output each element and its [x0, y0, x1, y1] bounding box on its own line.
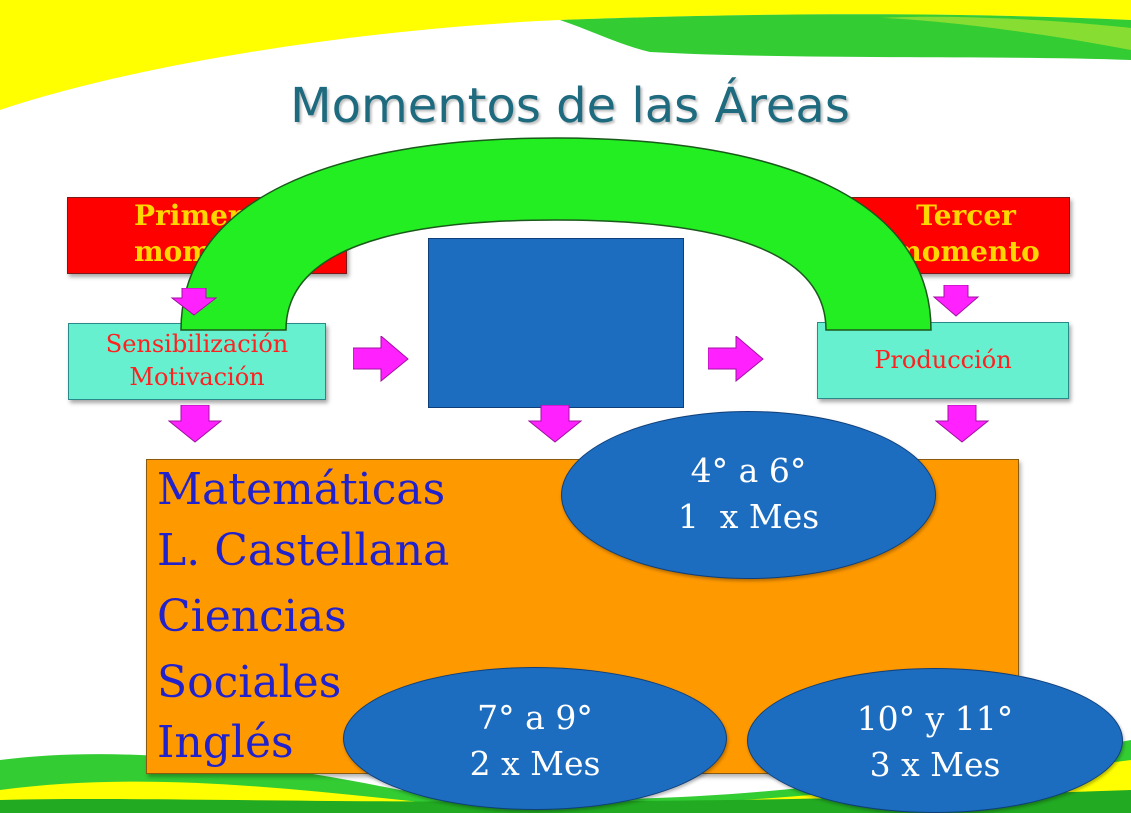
right-arrow-icon [708, 336, 764, 382]
sensitization-stage-box: Sensibilización Motivación [68, 323, 326, 400]
stage-motivation-label: Motivación [129, 363, 265, 391]
frequency-ellipse-7-9: 7° a 9° 2 x Mes [343, 667, 727, 810]
rate-label: 3 x Mes [869, 745, 1001, 784]
frequency-ellipse-4-6: 4° a 6° 1 x Mes [561, 411, 936, 579]
grades-label: 7° a 9° [477, 698, 593, 737]
grades-label: 10° y 11° [856, 699, 1014, 738]
stage-production-label: Producción [874, 346, 1012, 374]
second-moment-block [428, 238, 684, 408]
production-stage-box: Producción [817, 322, 1069, 399]
third-moment-label: Tercer momento [892, 199, 1040, 268]
first-moment-label: Primer momento [134, 199, 282, 268]
third-moment-box: Tercer momento [840, 197, 1070, 274]
down-arrow-icon [528, 405, 582, 443]
subject-ciencias: Ciencias [157, 591, 347, 642]
grades-label: 4° a 6° [690, 451, 807, 490]
down-arrow-icon [170, 288, 218, 316]
down-arrow-icon [932, 285, 980, 317]
frequency-ellipse-10-11: 10° y 11° 3 x Mes [747, 668, 1123, 813]
slide-title: Momentos de las Áreas [290, 78, 850, 134]
down-arrow-icon [168, 405, 222, 443]
subject-castellana: L. Castellana [157, 525, 450, 576]
first-moment-box: Primer momento [67, 197, 347, 274]
rate-label: 1 x Mes [677, 497, 820, 536]
stage-sensitization-label: Sensibilización [105, 330, 289, 358]
right-arrow-icon [353, 336, 409, 382]
subject-sociales: Sociales [157, 657, 342, 708]
down-arrow-icon [935, 405, 989, 443]
subject-ingles: Inglés [157, 717, 294, 768]
rate-label: 2 x Mes [469, 744, 601, 783]
subject-math: Matemáticas [157, 464, 446, 515]
